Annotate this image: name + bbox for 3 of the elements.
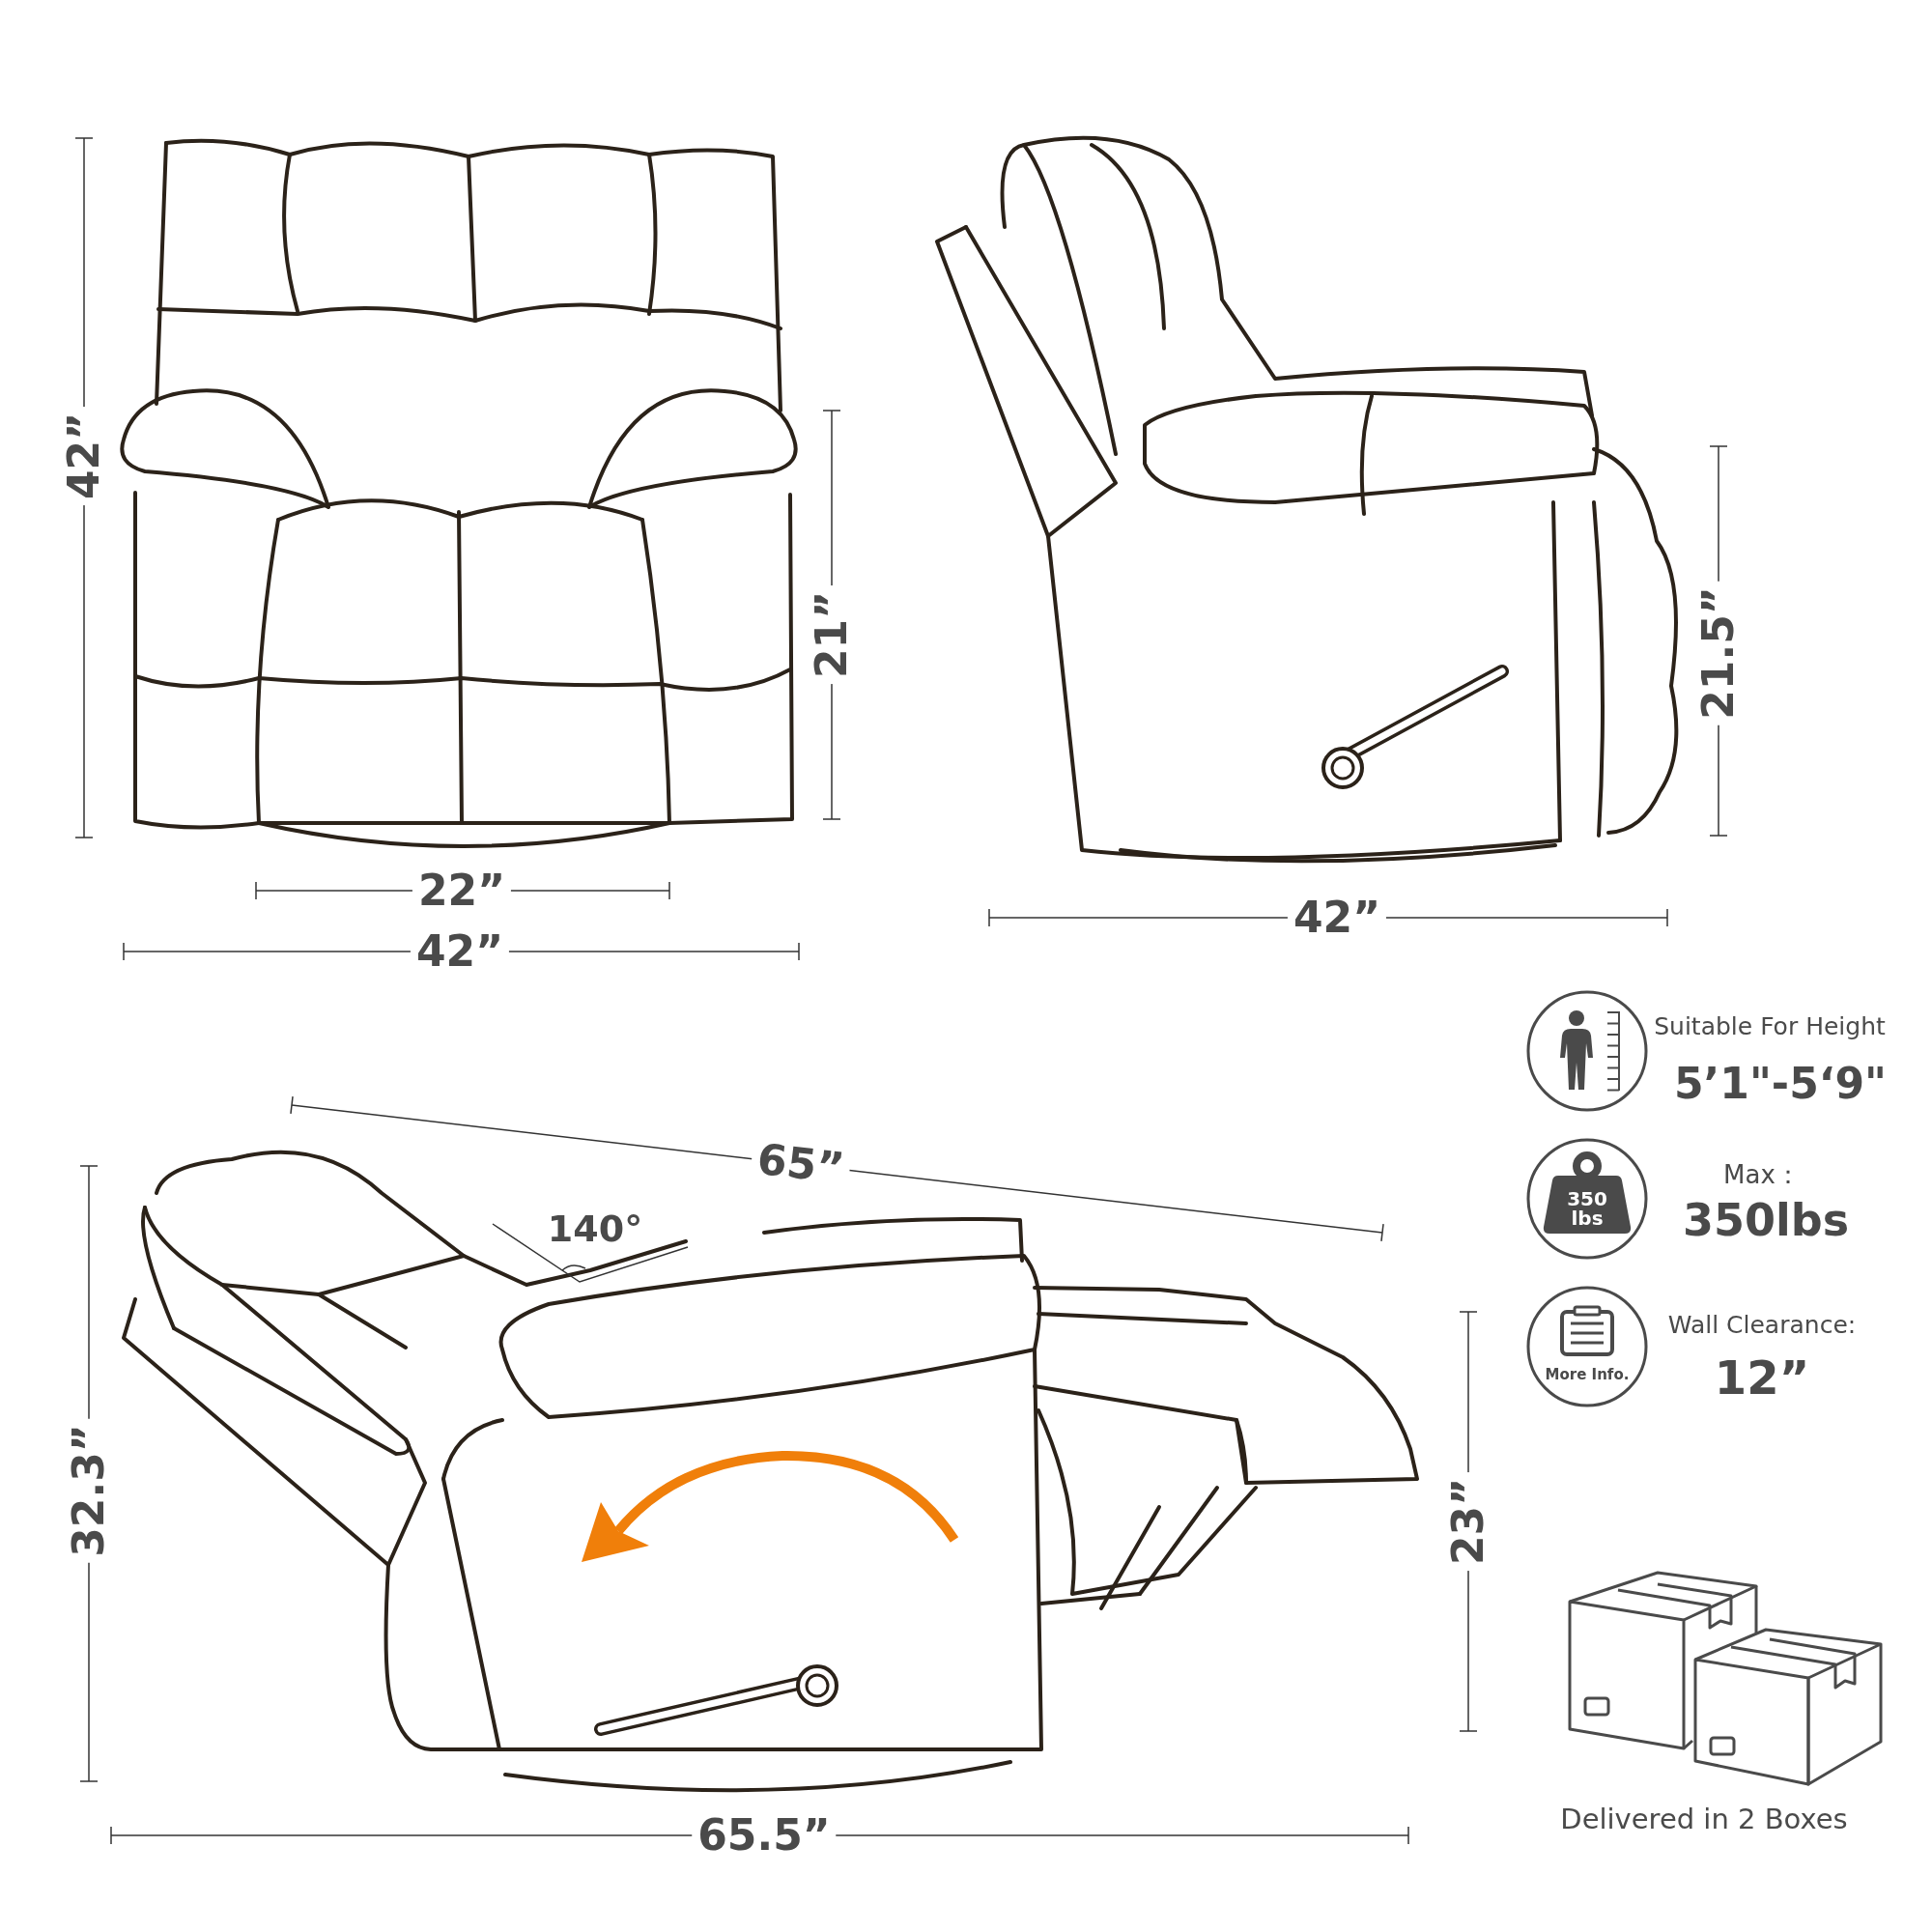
icon-caption: More Info. bbox=[1545, 1366, 1630, 1383]
angle-label: 140° bbox=[547, 1209, 643, 1250]
weight-icon-text: 350 lbs bbox=[1566, 1189, 1608, 1228]
